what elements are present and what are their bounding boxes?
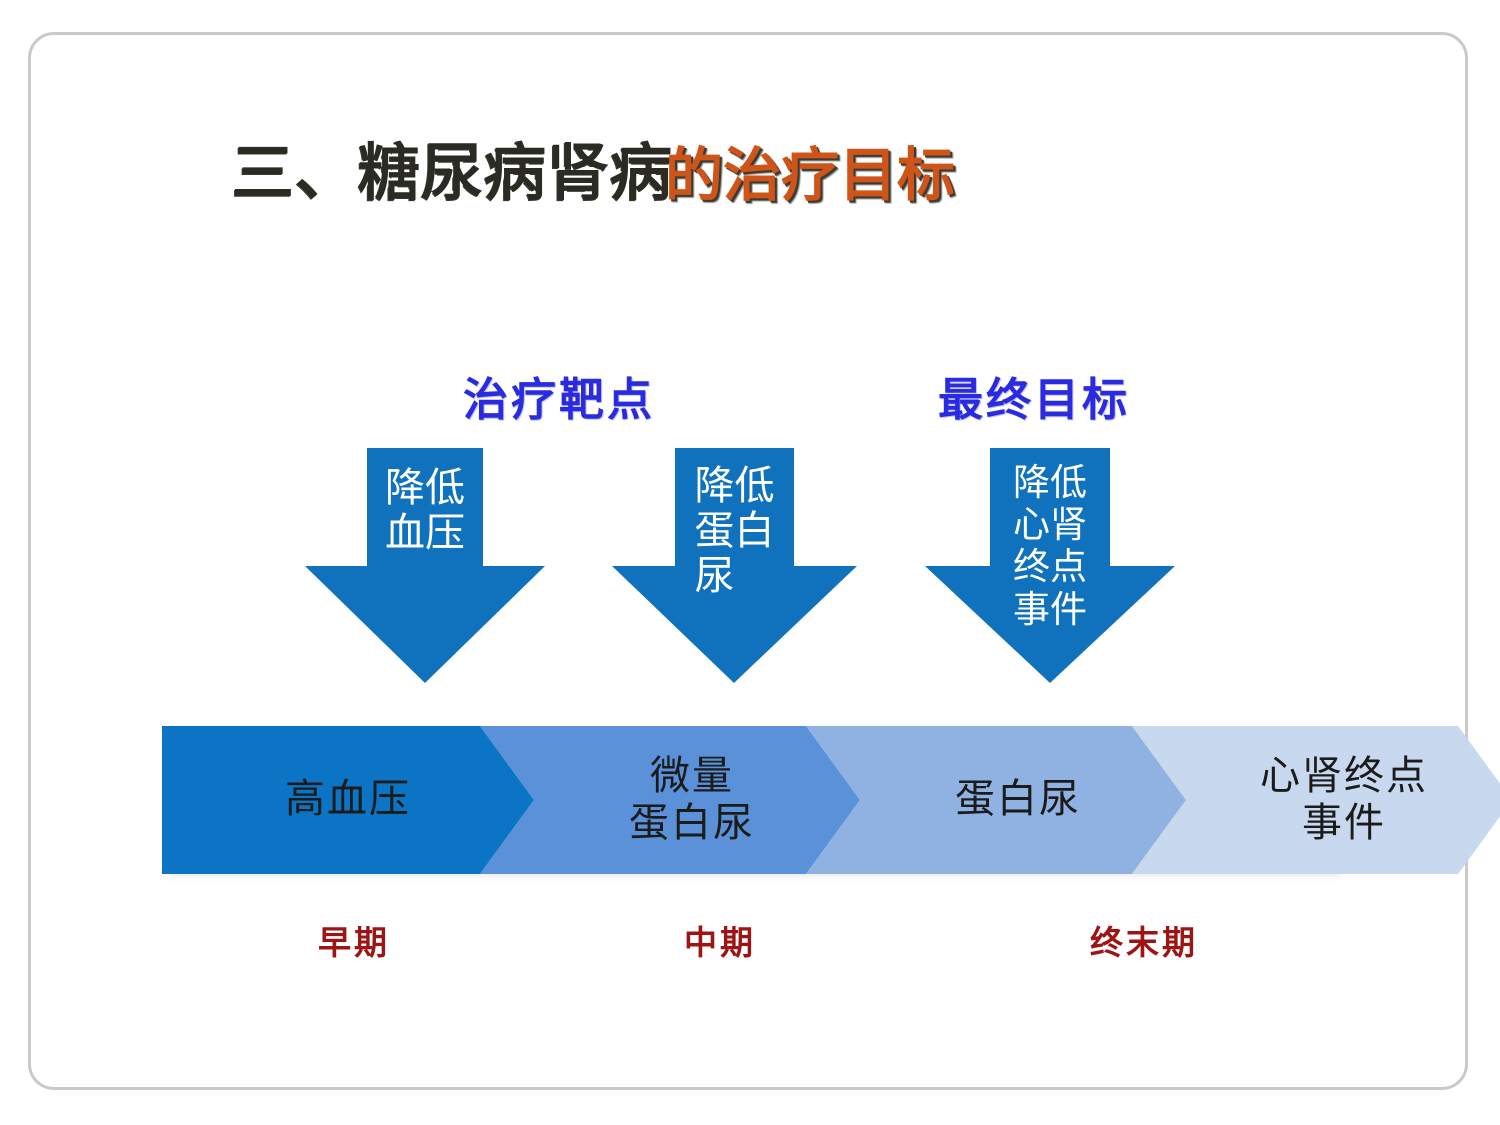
down-arrow-lower-blood-pressure: 降 血 低 压 [305, 448, 545, 683]
heading-final-goal: 最终目标 [938, 373, 1131, 426]
disease-progression-chevron-band: 高血压 微量 蛋白尿 蛋白尿 心肾终点 事件 [162, 726, 1500, 874]
chevron-step-proteinuria[interactable]: 蛋白尿 [806, 726, 1186, 874]
chevron-label: 微量 蛋白尿 [629, 752, 755, 846]
chevron-label: 心肾终点 事件 [1260, 752, 1428, 846]
chevron-label: 蛋白尿 [955, 776, 1081, 823]
down-arrow-lower-proteinuria: 降 蛋 尿 低 白 [612, 448, 857, 683]
stage-label-early: 早期 [318, 923, 390, 962]
down-arrow-icon [305, 448, 545, 683]
page-title-main: 三、糖尿病肾病 [232, 136, 674, 209]
chevron-step-microalbuminuria[interactable]: 微量 蛋白尿 [480, 726, 860, 874]
chevron-step-hypertension[interactable]: 高血压 [162, 726, 534, 874]
down-arrow-lower-cardiorenal-endpoint-events: 降 心 终 事 低 肾 点 件 [925, 448, 1175, 683]
stage-label-middle: 中期 [684, 923, 756, 962]
stage-label-end-stage: 终末期 [1090, 923, 1198, 962]
down-arrow-icon [925, 448, 1175, 683]
page-title-accent: 的治疗目标 [665, 141, 956, 209]
page-title: 三、糖尿病肾病 的治疗目标 [232, 128, 956, 209]
heading-treatment-target: 治疗靶点 [463, 373, 656, 426]
chevron-step-cardiorenal-endpoint-event[interactable]: 心肾终点 事件 [1132, 726, 1500, 874]
down-arrow-icon [612, 448, 857, 683]
chevron-label: 高血压 [285, 776, 411, 823]
